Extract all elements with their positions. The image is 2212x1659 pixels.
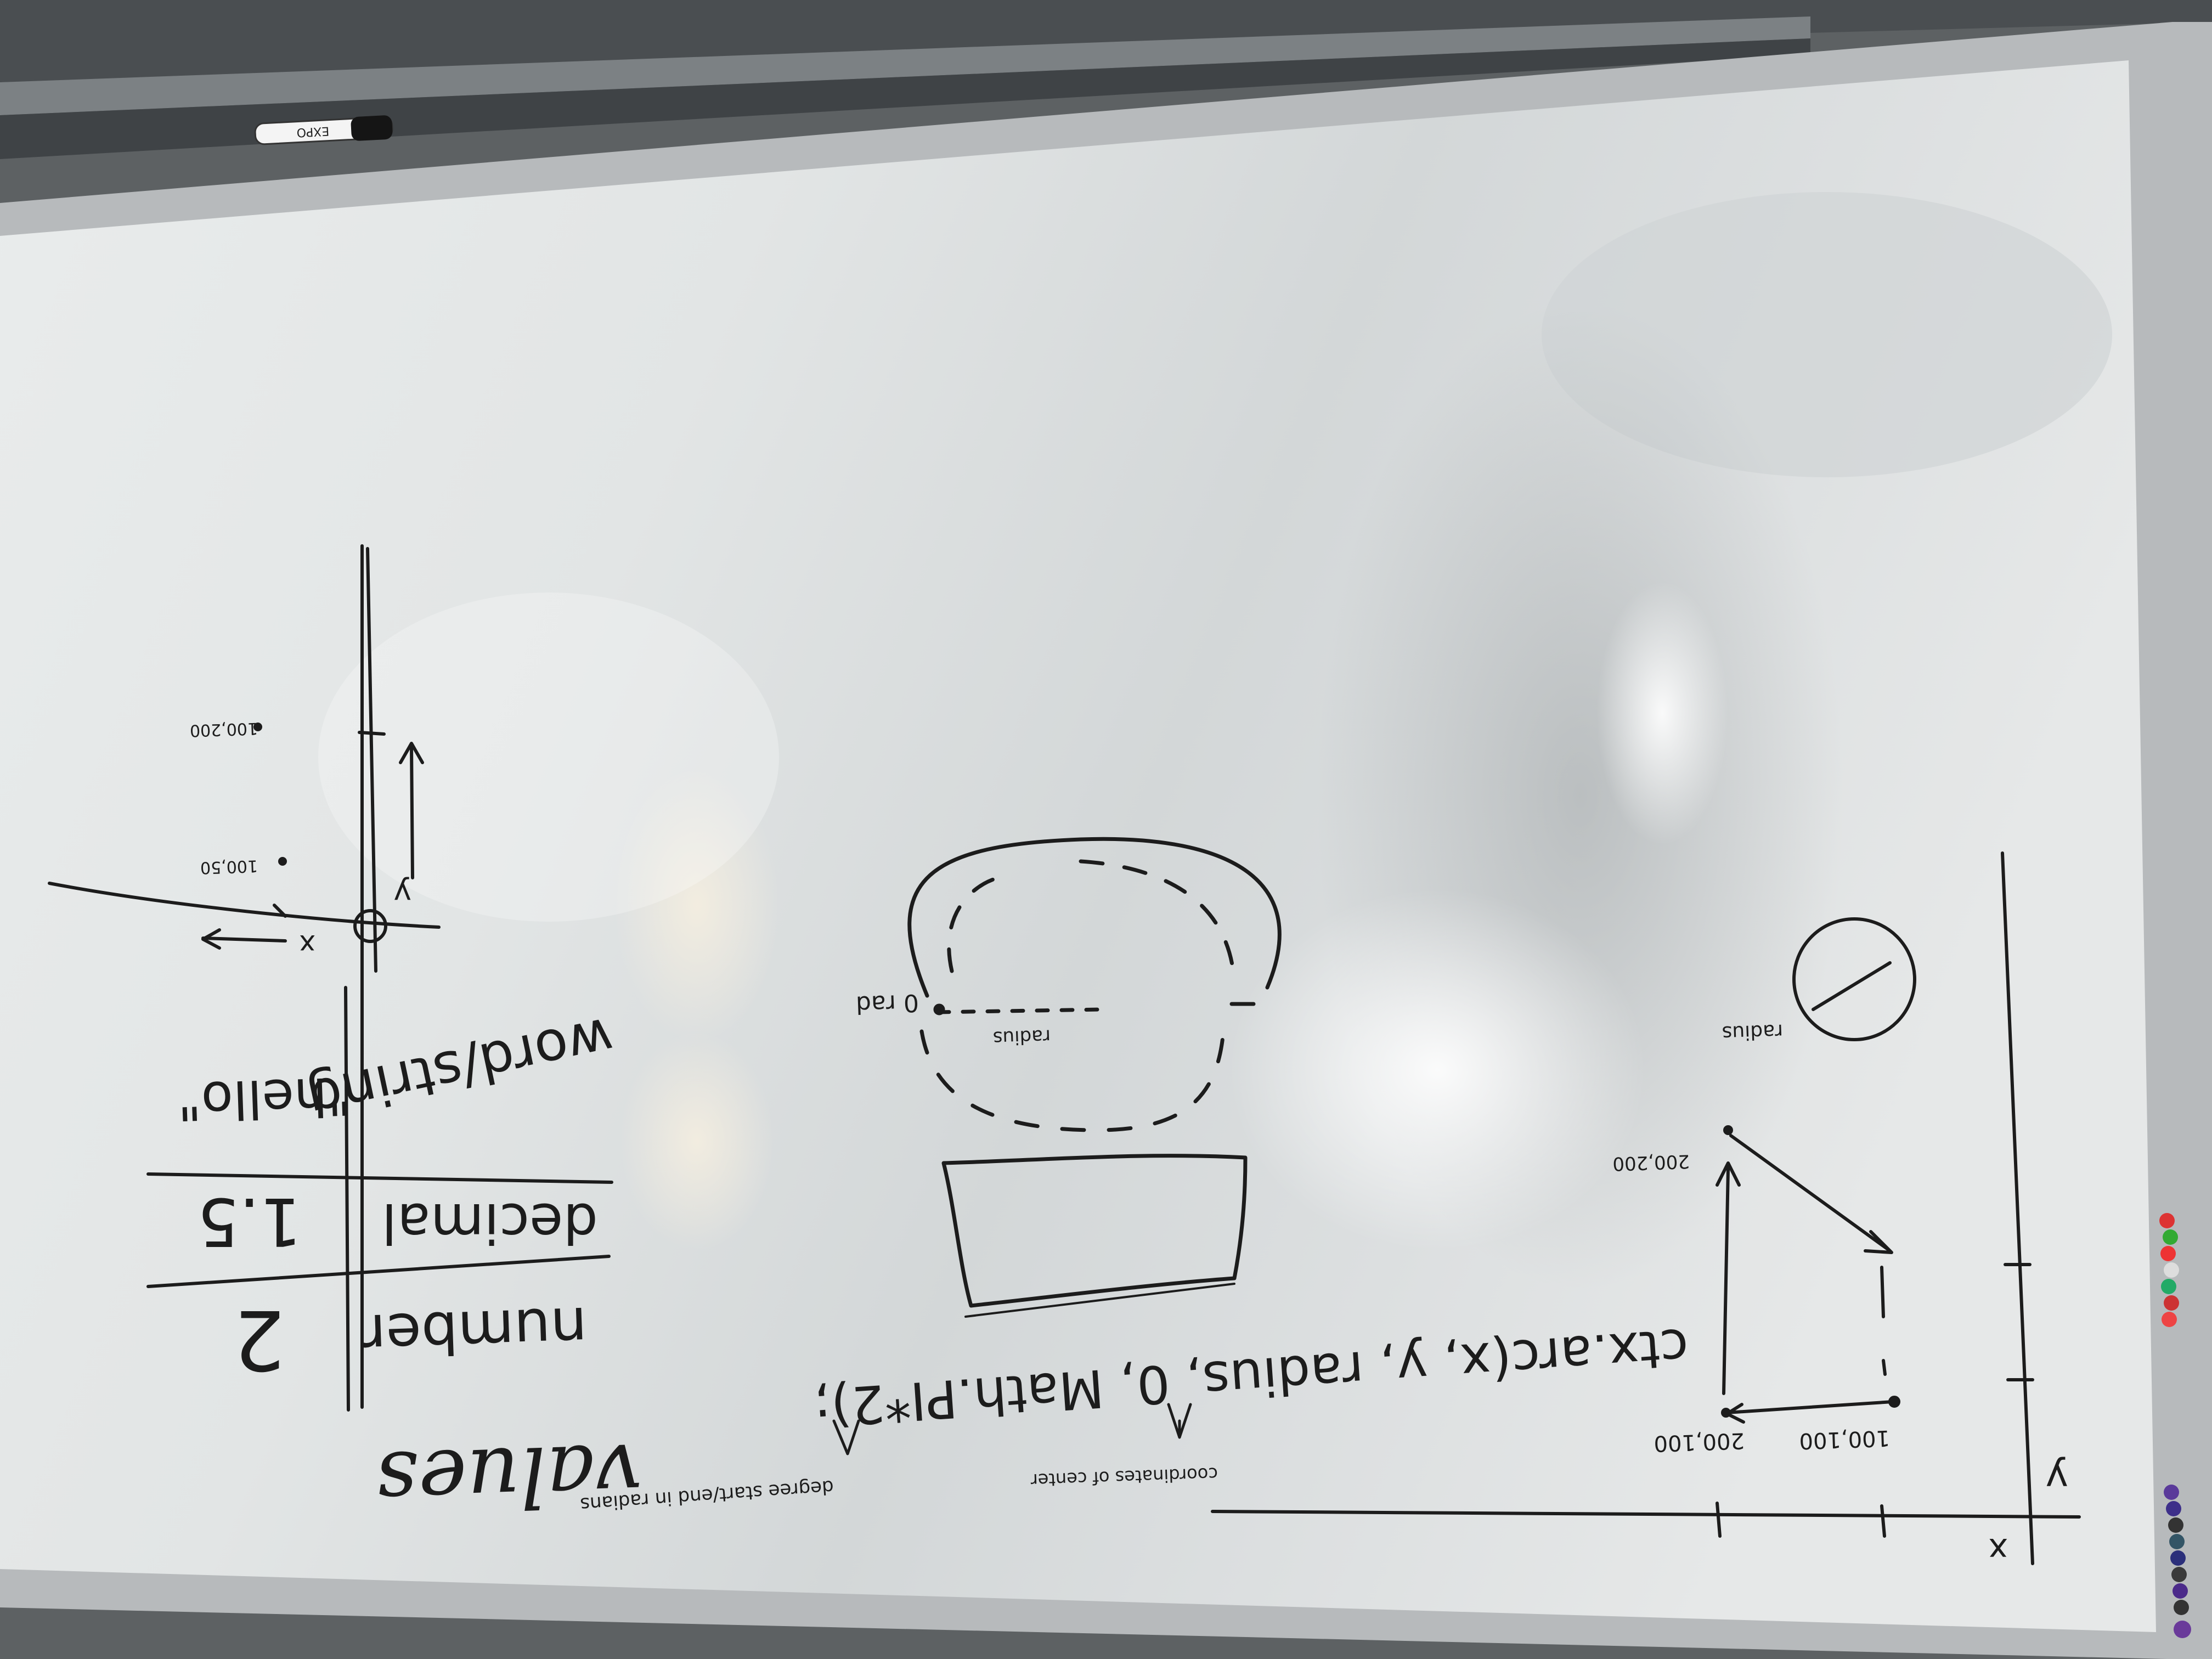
large-axes (1211, 851, 2081, 1565)
values-table (146, 544, 613, 1412)
annotation-radius: radius (992, 1025, 1051, 1049)
glare-left (318, 592, 779, 922)
table-row-3-value: "hello" (176, 1065, 352, 1131)
large-axes-y-label: y (2046, 1455, 2068, 1500)
annotation-arrows (832, 1403, 1192, 1455)
arc-diagram (907, 837, 1282, 1318)
table-row-2-type: decimal (382, 1191, 598, 1255)
annotation-zero-rad: 0 rad (855, 989, 919, 1019)
large-axes-x-label: x (1988, 1531, 2008, 1569)
small-axes-point-1: 100,50 (200, 856, 258, 877)
small-axes-point-2: 100,200 (189, 719, 258, 740)
table-row-1-type: number (361, 1294, 589, 1369)
glare-window-3 (614, 768, 779, 1042)
large-axes-point-1: 100,100 (1799, 1425, 1891, 1454)
large-axes-point-2: 200,100 (1654, 1427, 1745, 1456)
expo-marker: EXPO (254, 115, 393, 145)
small-axes-y-label: y (393, 876, 411, 911)
glare-window-4 (620, 1031, 774, 1251)
small-axes-x-label: x (299, 929, 315, 961)
annotation-radius-icon: radius (1722, 1020, 1784, 1045)
table-row-2-value: 1.5 (197, 1183, 302, 1259)
large-axes-point-3: 200,200 (1612, 1150, 1690, 1175)
small-axes (48, 547, 441, 973)
tray-rail (0, 16, 1810, 115)
heading-values: values (375, 1425, 644, 1530)
glare-window-2 (1229, 889, 1646, 1251)
marker-brand-label: EXPO (296, 124, 330, 139)
tray-ledge (0, 38, 1810, 159)
glare-window-1 (1596, 582, 1728, 845)
magnets (2159, 1213, 2191, 1638)
marker-tray (0, 0, 2212, 82)
table-row-1-value: 2 (233, 1291, 285, 1387)
